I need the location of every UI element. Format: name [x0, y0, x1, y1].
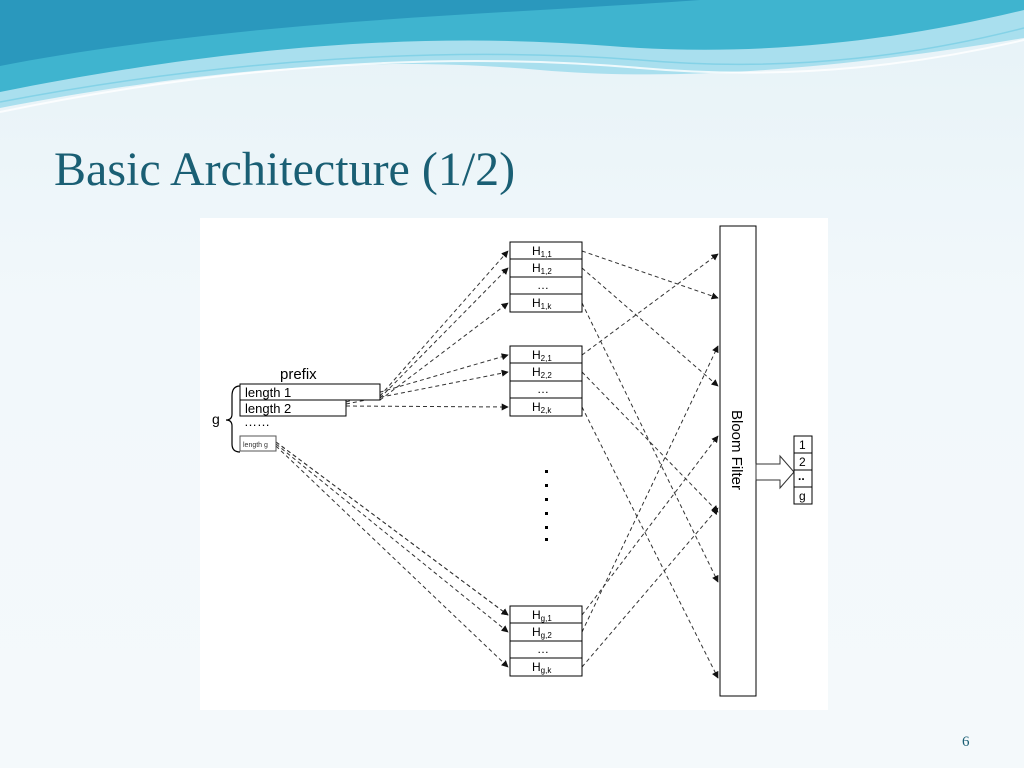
hash-1-2: H1,2: [532, 261, 552, 276]
output-cell-g: g: [799, 489, 806, 503]
prefix-label: prefix: [280, 366, 317, 383]
hash-group-g: Hg,1 Hg,2 … Hg,k: [509, 605, 583, 677]
prefix-row-length-g: [239, 435, 277, 452]
prefix-ellipsis: ……: [244, 414, 270, 429]
prefix-row-length-g-label: length g: [243, 442, 268, 449]
dashed-arrow-2: [379, 267, 509, 399]
hash-2-2: H2,2: [532, 365, 552, 380]
prefix-row-length-2: [239, 399, 347, 417]
page-number: 6: [962, 734, 970, 750]
dashed-arrow-14: [581, 253, 719, 356]
hash-g-ellipsis: …: [537, 642, 549, 656]
dashed-arrow-17: [581, 435, 719, 616]
hash-group-2: H2,1 H2,2 … H2,k: [509, 345, 583, 417]
dashed-arrow-3: [379, 302, 509, 401]
bloom-filter-label: Bloom Filter: [728, 410, 745, 490]
hash-2-k: H2,k: [532, 400, 552, 415]
hash-1-1: H1,1: [532, 244, 552, 259]
dashed-arrow-18: [581, 345, 719, 633]
hash-g-2: Hg,2: [532, 625, 552, 640]
output-cell-1: 1: [799, 438, 806, 452]
group-label-g: g: [212, 411, 220, 427]
prefix-row-length-2-label: length 2: [245, 401, 291, 416]
bloom-filter-box: [719, 225, 757, 697]
hash-2-1: H2,1: [532, 348, 552, 363]
dashed-arrow-9: [275, 445, 509, 668]
hash-1-ellipsis: …: [537, 278, 549, 292]
output-cell-2: 2: [799, 455, 806, 469]
group-brace: [225, 385, 241, 453]
dashed-arrow-8: [275, 443, 509, 633]
hash-group-1: H1,1 H1,2 … H1,k: [509, 241, 583, 313]
dashed-arrow-1: [379, 250, 509, 397]
architecture-figure: prefix g length 1 length 2 …… length g H…: [200, 218, 828, 710]
dashed-arrow-15: [581, 371, 719, 513]
dashed-arrow-11: [581, 250, 719, 300]
hash-g-1: Hg,1: [532, 608, 552, 623]
dashed-arrow-19: [581, 507, 719, 668]
hash-1-k: H1,k: [532, 296, 552, 311]
slide-title: Basic Architecture (1/2): [54, 143, 516, 196]
dashed-arrow-13: [581, 302, 719, 583]
architecture-diagram: prefix g length 1 length 2 …… length g H…: [212, 225, 813, 697]
header-wave-decoration: [0, 0, 1024, 113]
output-cell-dots: ..: [798, 469, 805, 483]
output-vector: 1 2 .. g: [793, 435, 813, 505]
dashed-arrow-6: [345, 403, 509, 411]
output-arrow: [755, 454, 795, 490]
hash-g-k: Hg,k: [532, 660, 552, 675]
prefix-row-length-1-label: length 1: [245, 385, 291, 400]
dashed-arrow-16: [581, 406, 719, 679]
vertical-ellipsis: [545, 470, 548, 541]
dashed-arrow-10: [275, 441, 509, 616]
connection-arrows: [275, 250, 719, 679]
dashed-arrow-12: [581, 267, 719, 387]
hash-2-ellipsis: …: [537, 382, 549, 396]
